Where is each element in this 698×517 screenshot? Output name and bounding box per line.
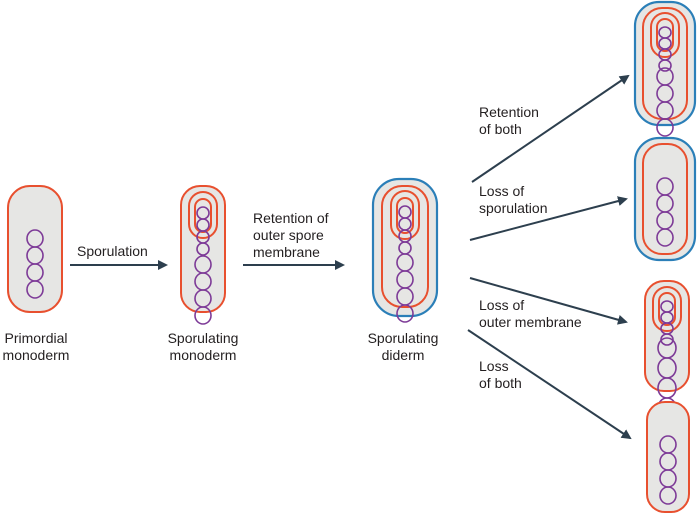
inner-membrane bbox=[642, 143, 688, 255]
label-primordial-monoderm: Primordial monoderm bbox=[2, 330, 70, 363]
dna-loop bbox=[196, 242, 210, 256]
dna-loop bbox=[656, 228, 674, 247]
primordial-monoderm-cell bbox=[7, 185, 63, 313]
dna-loop bbox=[396, 304, 414, 323]
dna-helix bbox=[659, 435, 677, 505]
dna-loop bbox=[194, 306, 212, 325]
forespore-dna-helix bbox=[658, 26, 672, 72]
outcome-loss-sporulation-cell bbox=[633, 136, 697, 262]
dna-loop bbox=[26, 280, 44, 299]
label-loss-of-outer-membrane: Loss of outer membrane bbox=[479, 297, 582, 330]
arrow-loss-both bbox=[467, 329, 632, 440]
label-loss-of-both: Loss of both bbox=[479, 358, 522, 391]
inner-membrane bbox=[381, 185, 429, 308]
forespore-inner-membrane bbox=[656, 18, 674, 52]
dna-helix bbox=[656, 67, 674, 137]
arrow-loss-sporulation bbox=[469, 196, 628, 241]
dna-helix bbox=[26, 229, 44, 299]
dna-helix bbox=[194, 255, 212, 325]
label-retention-of-both: Retention of both bbox=[479, 104, 539, 137]
arrow-loss-outer bbox=[469, 277, 628, 325]
dna-loop bbox=[658, 59, 672, 72]
outer-membrane bbox=[633, 136, 697, 262]
dna-loop bbox=[656, 118, 674, 137]
outcome-loss-outer-membrane-cell bbox=[644, 280, 690, 419]
label-loss-of-sporulation: Loss of sporulation bbox=[479, 183, 548, 216]
forespore-dna-helix bbox=[196, 206, 210, 256]
inner-membrane bbox=[646, 401, 690, 513]
arrow-retention-both bbox=[471, 74, 630, 183]
forespore-inner-membrane bbox=[658, 292, 676, 326]
outer-membrane bbox=[371, 177, 439, 318]
label-sporulation: Sporulation bbox=[77, 243, 148, 259]
forespore-dna-helix bbox=[398, 205, 412, 255]
forespore-inner-membrane bbox=[194, 198, 212, 233]
label-sporulating-diderm: Sporulating diderm bbox=[367, 330, 439, 363]
dna-helix bbox=[656, 177, 674, 247]
sporulating-diderm-cell bbox=[371, 177, 439, 323]
dna-helix bbox=[396, 253, 414, 323]
sporulating-monoderm-cell bbox=[180, 185, 226, 325]
outcome-retention-both-cell bbox=[633, 0, 697, 137]
outcome-loss-both-cell bbox=[646, 401, 690, 513]
dna-loop bbox=[659, 486, 677, 505]
label-sporulating-monoderm: Sporulating monoderm bbox=[167, 330, 239, 363]
label-retention-outer-spore-membrane: Retention of outer spore membrane bbox=[253, 210, 329, 260]
